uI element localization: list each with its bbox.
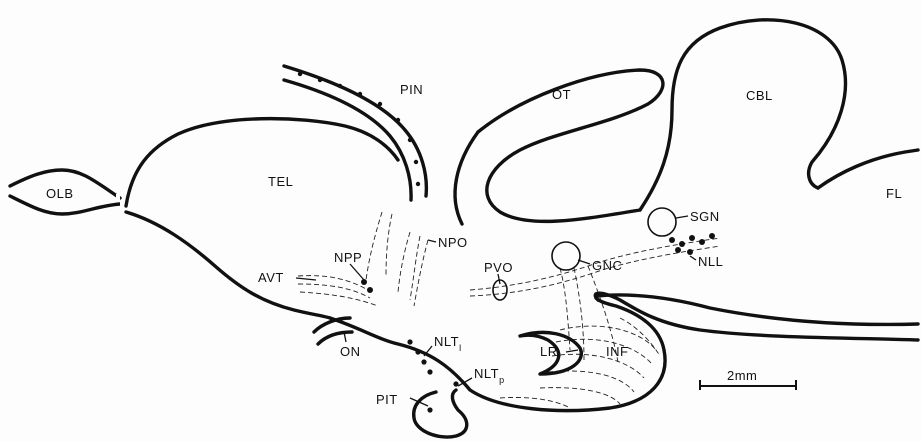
pineal-outline-inner — [284, 80, 411, 200]
label-tel: TEL — [268, 174, 293, 189]
label-fl: FL — [886, 186, 902, 201]
label-avt: AVT — [258, 270, 284, 285]
label-npp: NPP — [334, 250, 362, 265]
label-pvo: PVO — [484, 260, 513, 275]
npp-cells — [361, 279, 373, 293]
optic-nerve-outline-2 — [318, 332, 352, 344]
label-inf: INF — [606, 344, 628, 359]
label-sgn: SGN — [690, 209, 720, 224]
scale-bar: 2mm — [700, 368, 796, 390]
label-cbl: CBL — [746, 88, 773, 103]
secondary-gustatory-nucleus-circle — [648, 208, 676, 236]
label-nlt-l-main: NLT — [434, 334, 459, 349]
label-pit: PIT — [376, 392, 398, 407]
label-nll: NLL — [698, 254, 723, 269]
label-nlt-p-sub: p — [499, 375, 505, 385]
inferior-lobe-stipple — [500, 318, 660, 408]
label-nlt-l-sub: l — [459, 343, 462, 353]
cerebellum-outline — [640, 20, 845, 210]
telencephalon-dorsal-outline — [126, 119, 398, 206]
glomerular-nucleus-circle — [552, 242, 580, 270]
label-on: ON — [340, 344, 361, 359]
pituitary-outline — [414, 390, 467, 437]
optic-tectum-inner — [455, 132, 478, 224]
nll-cells — [669, 233, 715, 255]
label-pin: PIN — [400, 82, 423, 97]
scale-bar-label: 2mm — [727, 368, 757, 383]
label-nlt-p: NLTp — [474, 366, 505, 385]
label-nlt-p-main: NLT — [474, 366, 499, 381]
label-lr: LR — [540, 344, 558, 359]
label-gnc: GNC — [592, 258, 622, 273]
label-olb: OLB — [46, 186, 74, 201]
label-npo: NPO — [438, 235, 468, 250]
ventral-brain-outline — [126, 212, 330, 318]
facial-lobe-outline — [818, 150, 918, 188]
label-ot: OT — [552, 87, 571, 102]
label-nlt-l: NLTl — [434, 334, 462, 353]
